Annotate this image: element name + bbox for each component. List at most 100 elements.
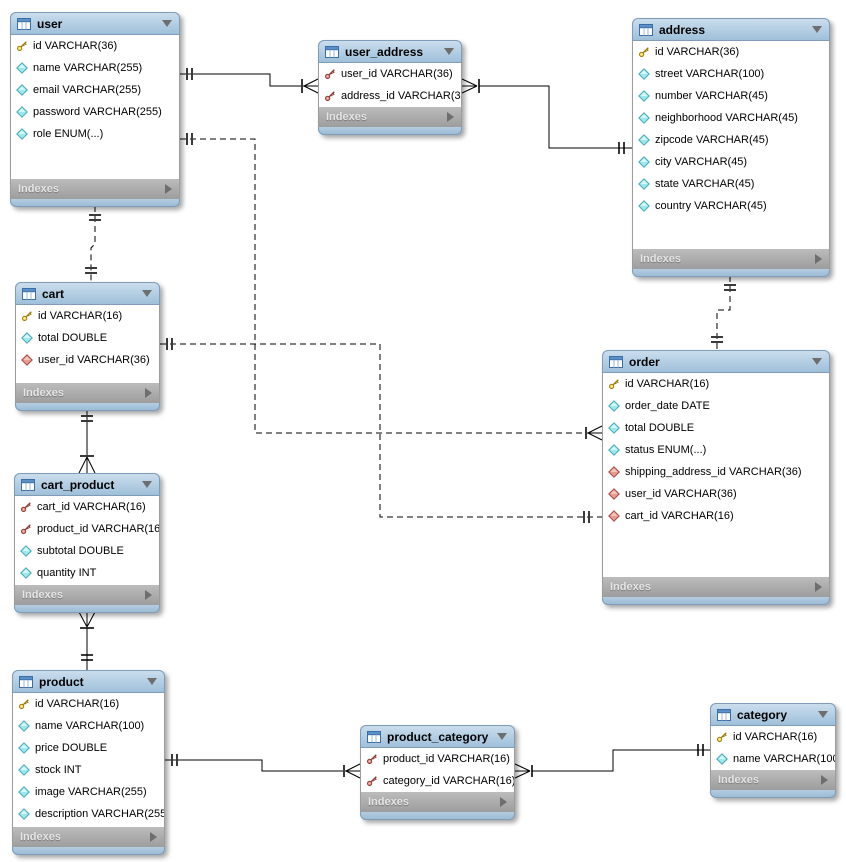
collapse-arrow-icon[interactable] (162, 20, 172, 27)
relationship-cart-cart_product[interactable] (78, 410, 96, 474)
relationship-user-order[interactable] (180, 133, 603, 441)
table-field-row[interactable]: quantity INT (15, 562, 159, 584)
collapse-arrow-icon[interactable] (142, 481, 152, 488)
column-icon (716, 753, 728, 765)
table-field-row[interactable]: name VARCHAR(100) (711, 748, 835, 770)
table-header[interactable]: cart_product (14, 473, 160, 496)
relationship-cart-order[interactable] (160, 338, 602, 523)
field-label: user_id VARCHAR(36) (38, 354, 150, 366)
table-field-row[interactable]: product_id VARCHAR(16) (361, 748, 514, 770)
indexes-label: Indexes (326, 111, 367, 123)
table-icon (609, 355, 623, 368)
indexes-bar[interactable]: Indexes (14, 585, 160, 605)
indexes-bar[interactable]: Indexes (360, 792, 515, 812)
table-header[interactable]: product_category (360, 725, 515, 748)
table-field-row[interactable]: id VARCHAR(16) (16, 305, 159, 327)
table-field-row[interactable]: cart_id VARCHAR(16) (15, 496, 159, 518)
table-fields: user_id VARCHAR(36)address_id VARCHAR(36… (318, 63, 462, 107)
table-field-row[interactable]: number VARCHAR(45) (633, 85, 829, 107)
table-field-row[interactable]: user_id VARCHAR(36) (319, 63, 461, 85)
table-field-row[interactable]: neighborhood VARCHAR(45) (633, 107, 829, 129)
table-header[interactable]: product (12, 670, 165, 693)
relationship-user-user_address[interactable] (180, 68, 319, 94)
table-header[interactable]: category (710, 703, 836, 726)
table-field-row[interactable]: status ENUM(...) (603, 439, 829, 461)
table-icon (17, 17, 31, 30)
table-product[interactable]: product id VARCHAR(16)name VARCHAR(100)p… (12, 670, 165, 855)
collapse-arrow-icon[interactable] (147, 678, 157, 685)
primary-key-icon (716, 731, 728, 743)
field-label: state VARCHAR(45) (655, 178, 755, 190)
table-cart_product[interactable]: cart_product cart_id VARCHAR(16)product_… (14, 473, 160, 613)
indexes-bar[interactable]: Indexes (15, 383, 160, 403)
collapse-arrow-icon[interactable] (444, 48, 454, 55)
table-field-row[interactable]: description VARCHAR(255) (13, 803, 164, 825)
field-label: category_id VARCHAR(16) (383, 775, 515, 787)
table-cart[interactable]: cart id VARCHAR(16)total DOUBLE user_id V… (15, 282, 160, 411)
table-field-row[interactable]: id VARCHAR(16) (711, 726, 835, 748)
collapse-arrow-icon[interactable] (812, 26, 822, 33)
table-user_address[interactable]: user_address user_id VARCHAR(36)address_… (318, 40, 462, 135)
relationship-user-cart[interactable] (85, 206, 101, 282)
table-product_category[interactable]: product_category product_id VARCHAR(16) c… (360, 725, 515, 820)
table-field-row[interactable]: subtotal DOUBLE (15, 540, 159, 562)
table-title: cart_product (41, 477, 115, 492)
relationship-product-cart_product[interactable] (78, 611, 96, 670)
table-field-row[interactable]: city VARCHAR(45) (633, 151, 829, 173)
indexes-bar[interactable]: Indexes (10, 179, 180, 199)
table-category[interactable]: category id VARCHAR(16)name VARCHAR(100)… (710, 703, 836, 798)
table-field-row[interactable]: zipcode VARCHAR(45) (633, 129, 829, 151)
collapse-arrow-icon[interactable] (497, 733, 507, 740)
table-field-row[interactable]: price DOUBLE (13, 737, 164, 759)
collapse-arrow-icon[interactable] (142, 290, 152, 297)
table-field-row[interactable]: cart_id VARCHAR(16) (603, 505, 829, 527)
table-header[interactable]: user_address (318, 40, 462, 63)
field-label: description VARCHAR(255) (35, 808, 165, 820)
table-field-row[interactable]: product_id VARCHAR(16) (15, 518, 159, 540)
indexes-label: Indexes (368, 796, 409, 808)
relationship-address-order[interactable] (711, 276, 736, 350)
table-field-row[interactable]: name VARCHAR(100) (13, 715, 164, 737)
table-field-row[interactable]: total DOUBLE (603, 417, 829, 439)
expand-arrow-icon (500, 797, 507, 807)
relationship-address-user_address[interactable] (461, 78, 632, 154)
table-field-row[interactable]: email VARCHAR(255) (11, 79, 179, 101)
indexes-bar[interactable]: Indexes (710, 770, 836, 790)
table-field-row[interactable]: country VARCHAR(45) (633, 195, 829, 217)
table-field-row[interactable]: user_id VARCHAR(36) (603, 483, 829, 505)
indexes-bar[interactable]: Indexes (12, 827, 165, 847)
table-field-row[interactable]: stock INT (13, 759, 164, 781)
collapse-arrow-icon[interactable] (812, 358, 822, 365)
table-field-row[interactable]: total DOUBLE (16, 327, 159, 349)
table-address[interactable]: address id VARCHAR(36)street VARCHAR(100… (632, 18, 830, 277)
collapse-arrow-icon[interactable] (818, 711, 828, 718)
relationship-category-product_category[interactable] (514, 744, 710, 779)
table-field-row[interactable]: role ENUM(...) (11, 123, 179, 145)
table-field-row[interactable]: state VARCHAR(45) (633, 173, 829, 195)
indexes-bar[interactable]: Indexes (632, 249, 830, 269)
table-field-row[interactable]: id VARCHAR(16) (13, 693, 164, 715)
expand-arrow-icon (815, 582, 822, 592)
table-header[interactable]: cart (15, 282, 160, 305)
table-user[interactable]: user id VARCHAR(36)name VARCHAR(255)emai… (10, 12, 180, 207)
table-field-row[interactable]: id VARCHAR(36) (11, 35, 179, 57)
table-header[interactable]: address (632, 18, 830, 41)
table-field-row[interactable]: id VARCHAR(36) (633, 41, 829, 63)
relationship-product-product_category[interactable] (165, 754, 361, 779)
indexes-bar[interactable]: Indexes (602, 577, 830, 597)
table-field-row[interactable]: id VARCHAR(16) (603, 373, 829, 395)
table-field-row[interactable]: user_id VARCHAR(36) (16, 349, 159, 371)
table-field-row[interactable]: name VARCHAR(255) (11, 57, 179, 79)
table-field-row[interactable]: address_id VARCHAR(36) (319, 85, 461, 107)
indexes-bar[interactable]: Indexes (318, 107, 462, 127)
table-field-row[interactable]: shipping_address_id VARCHAR(36) (603, 461, 829, 483)
table-field-row[interactable]: image VARCHAR(255) (13, 781, 164, 803)
table-field-row[interactable]: password VARCHAR(255) (11, 101, 179, 123)
table-field-row[interactable]: street VARCHAR(100) (633, 63, 829, 85)
table-field-row[interactable]: order_date DATE (603, 395, 829, 417)
table-header[interactable]: user (10, 12, 180, 35)
table-header[interactable]: order (602, 350, 830, 373)
table-field-row[interactable]: category_id VARCHAR(16) (361, 770, 514, 792)
